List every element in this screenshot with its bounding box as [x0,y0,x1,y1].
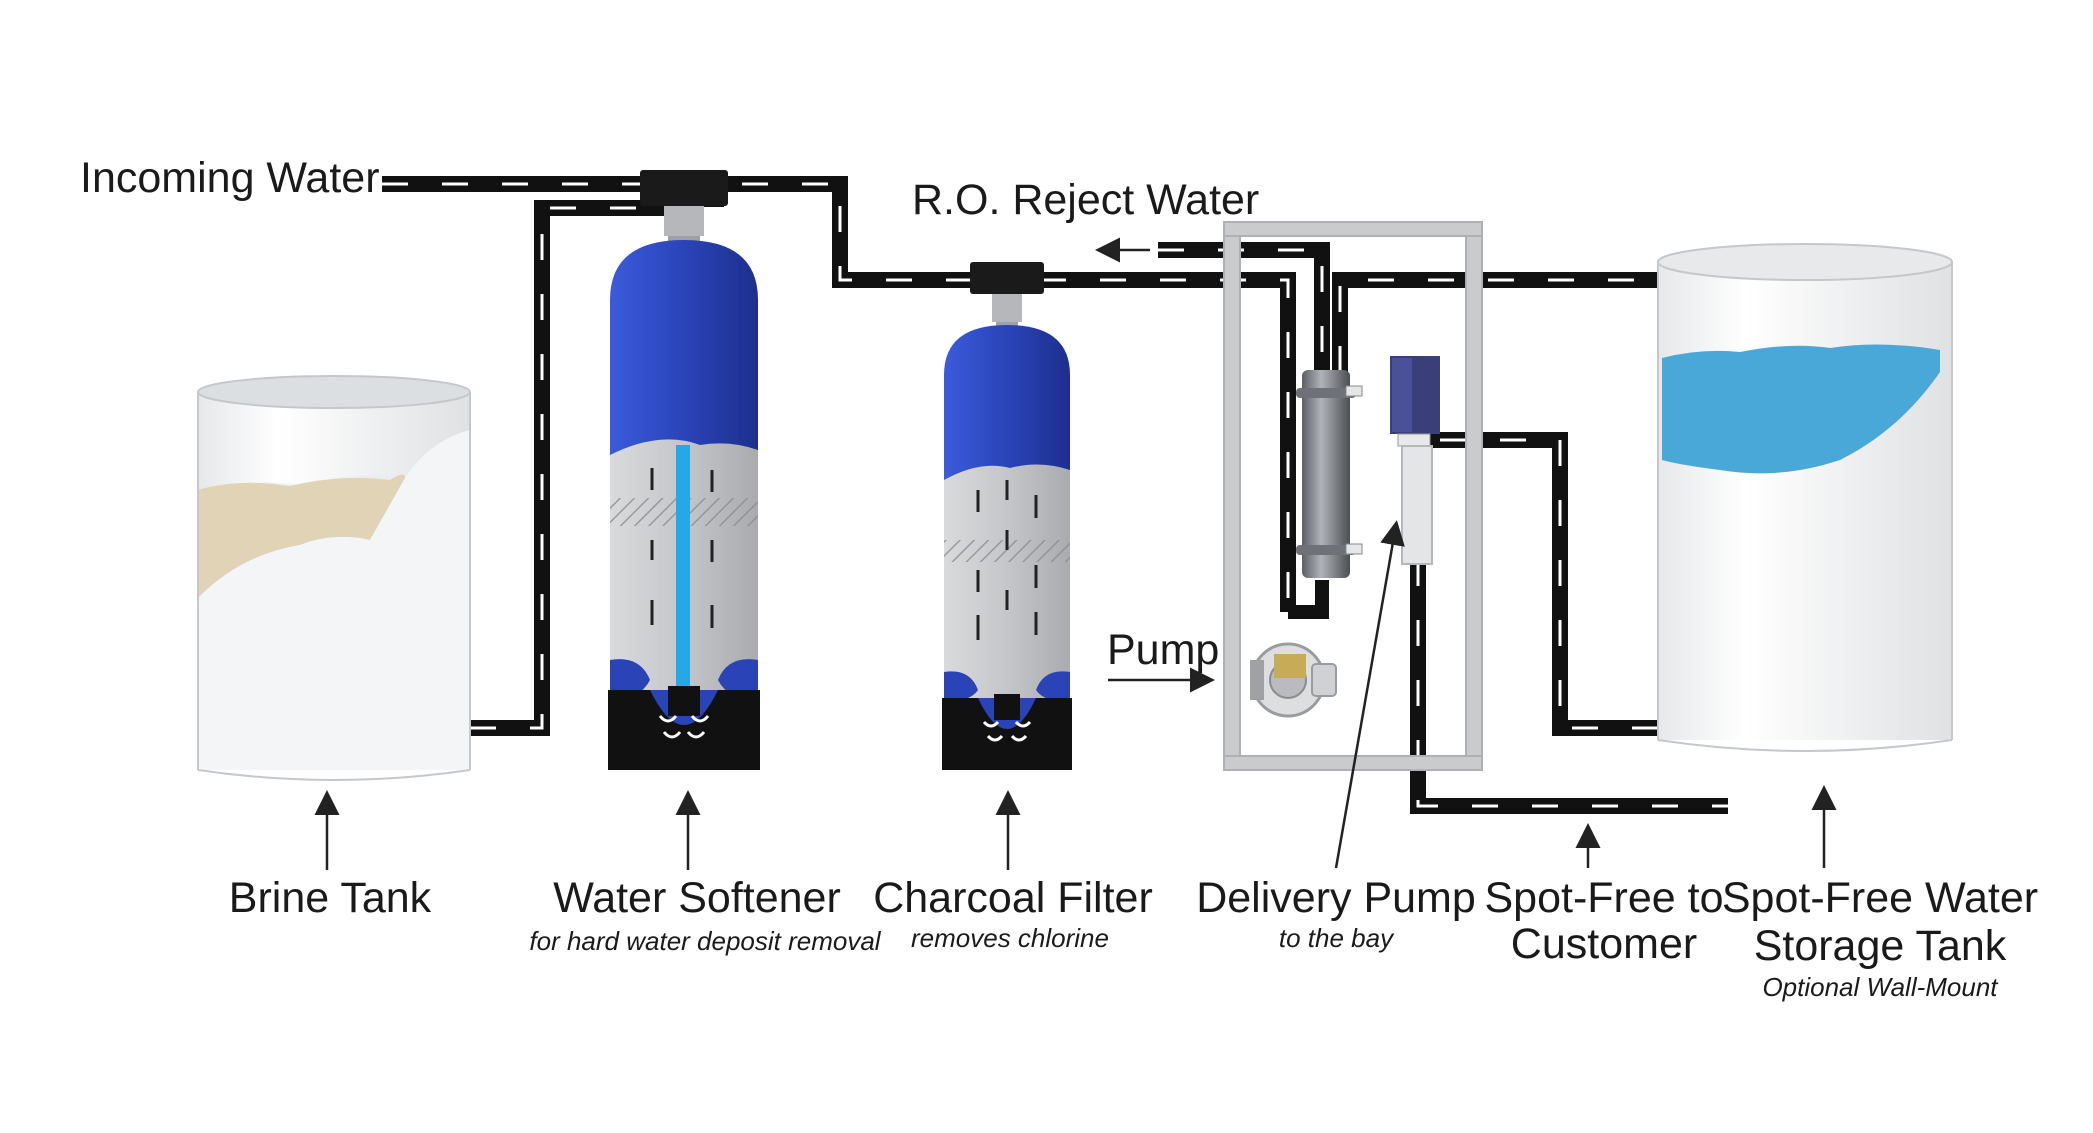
ro-reject-pipe [1158,242,1330,372]
ro-reject-water-label: R.O. Reject Water [912,176,1259,224]
delivery-pump-subtitle: to the bay [1279,923,1395,953]
storage-tank-subtitle: Optional Wall-Mount [1762,972,1999,1002]
charcoal-filter-label: Charcoal Filter [873,874,1153,922]
delivery-pump-arrow [1334,520,1405,869]
charcoal-filter-tank [942,262,1072,770]
delivery-pump [1390,356,1440,565]
pump-feed-pipe [1288,580,1329,619]
diagram-labels: Incoming Water R.O. Reject Water Pump Br… [80,154,2038,1002]
storage-tank-label-line2: Storage Tank [1754,922,2007,970]
brine-tank-label: Brine Tank [229,874,432,922]
brine-line-pipe [470,200,680,736]
ro-to-storage-pipe [1332,272,1658,372]
booster-pump [1250,642,1337,718]
storage-to-pump-pipe [1424,432,1658,736]
annotation-arrows [314,237,1837,870]
ro-membrane [1296,370,1363,578]
spot-free-customer-label-line1: Spot-Free to [1485,874,1724,922]
storage-tank-label-line1: Spot-Free Water [1722,874,2038,922]
storage-tank [1657,243,1953,752]
delivery-pump-label: Delivery Pump [1196,874,1476,922]
water-softener-subtitle: for hard water deposit removal [529,926,881,956]
pump-to-customer-pipe [1410,560,1728,814]
water-softener-label: Water Softener [553,874,841,922]
charcoal-valve-head [970,262,1044,294]
charcoal-to-ro-pipe [1040,272,1296,612]
water-softener-tank [608,170,760,770]
brine-tank [197,375,471,781]
incoming-water-pipe [382,176,975,288]
charcoal-filter-subtitle: removes chlorine [911,923,1109,953]
spot-free-customer-label-line2: Customer [1511,920,1697,968]
pump-label: Pump [1107,626,1219,674]
incoming-water-label: Incoming Water [80,154,380,202]
pipe-network [382,176,1728,814]
